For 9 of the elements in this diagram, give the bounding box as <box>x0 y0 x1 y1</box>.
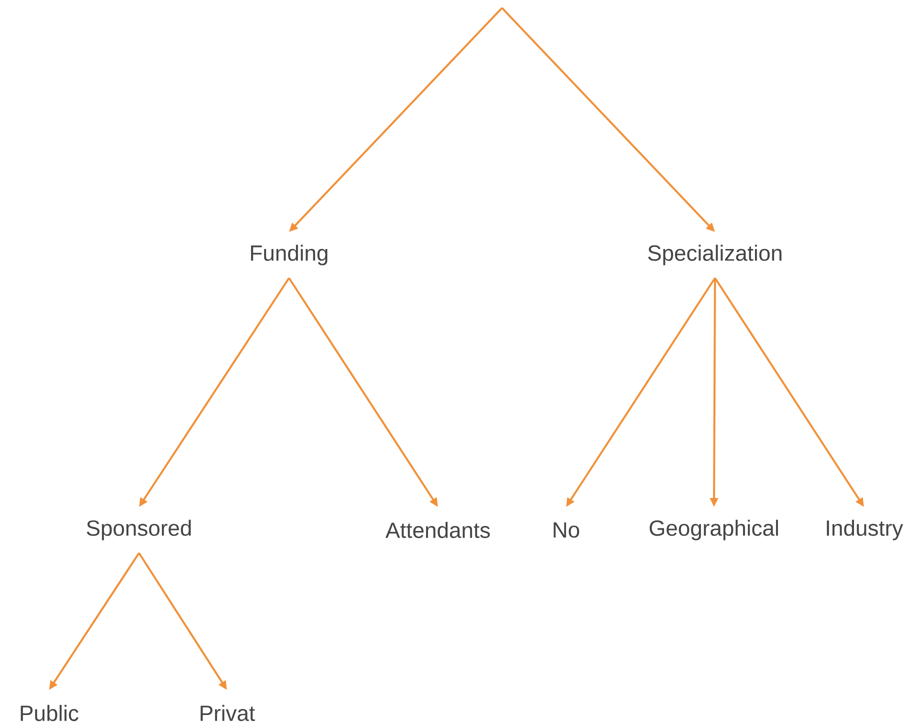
node-label: Industry <box>826 520 904 540</box>
node-label: Sponsored <box>86 520 191 540</box>
node-label: Funding <box>251 244 328 266</box>
node-label: No <box>554 522 580 538</box>
node-label: Geographical <box>650 520 778 540</box>
node-label: Privat <box>200 704 255 722</box>
node-label: Specialization <box>648 244 782 266</box>
node-label: Attendants <box>385 522 490 538</box>
node-label: Public <box>20 704 78 722</box>
